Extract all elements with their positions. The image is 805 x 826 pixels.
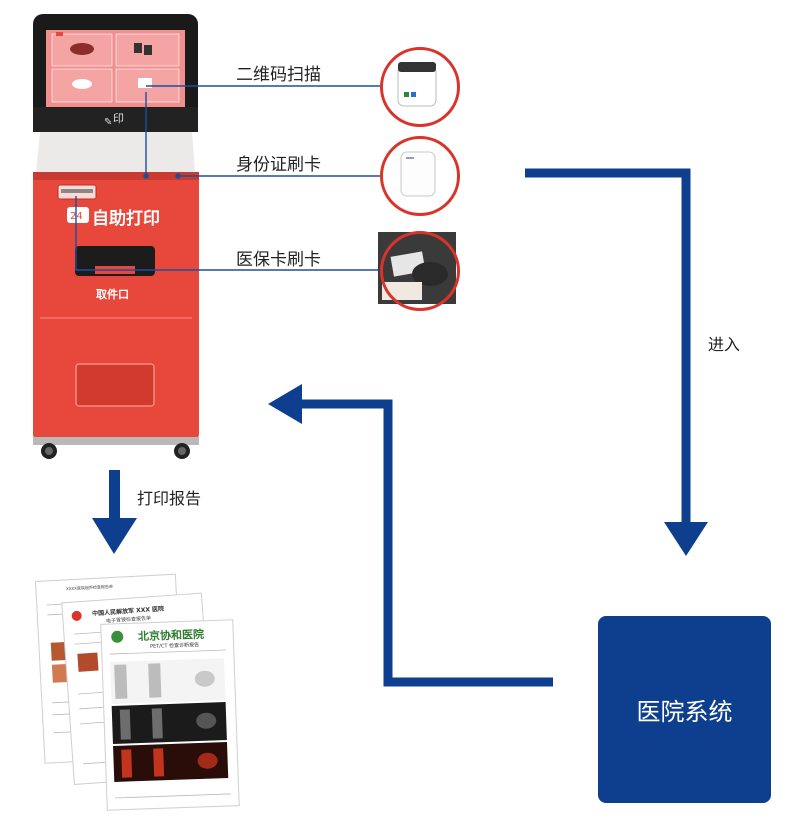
qr-scan-label: 二维码扫描: [236, 65, 321, 85]
flow-arrows: [92, 168, 708, 687]
medical-card-circle: [380, 231, 460, 311]
report-stack: [35, 573, 240, 811]
kiosk-screen-tiles: [51, 32, 180, 103]
kiosk-screen-logo: 印: [113, 112, 124, 125]
hospital-system-box: 医院系统: [598, 616, 771, 803]
id-card-label: 身份证刷卡: [236, 155, 321, 175]
kiosk-screen-logo-bg: ✎: [104, 117, 112, 128]
id-card-circle: [380, 136, 460, 216]
hospital-system-label: 医院系统: [636, 698, 733, 726]
enter-label: 进入: [708, 335, 741, 354]
medical-card-label: 医保卡刷卡: [236, 250, 321, 270]
connector-lines: [75, 85, 380, 271]
kiosk-pickup-label: 取件口: [96, 288, 129, 301]
kiosk-window: [75, 363, 155, 407]
kiosk-brand: 自助打印: [92, 209, 160, 229]
kiosk-neck: [36, 132, 195, 172]
print-report-label: 打印报告: [137, 489, 202, 508]
qr-scanner-circle: [380, 47, 460, 127]
kiosk-body: [33, 172, 199, 440]
